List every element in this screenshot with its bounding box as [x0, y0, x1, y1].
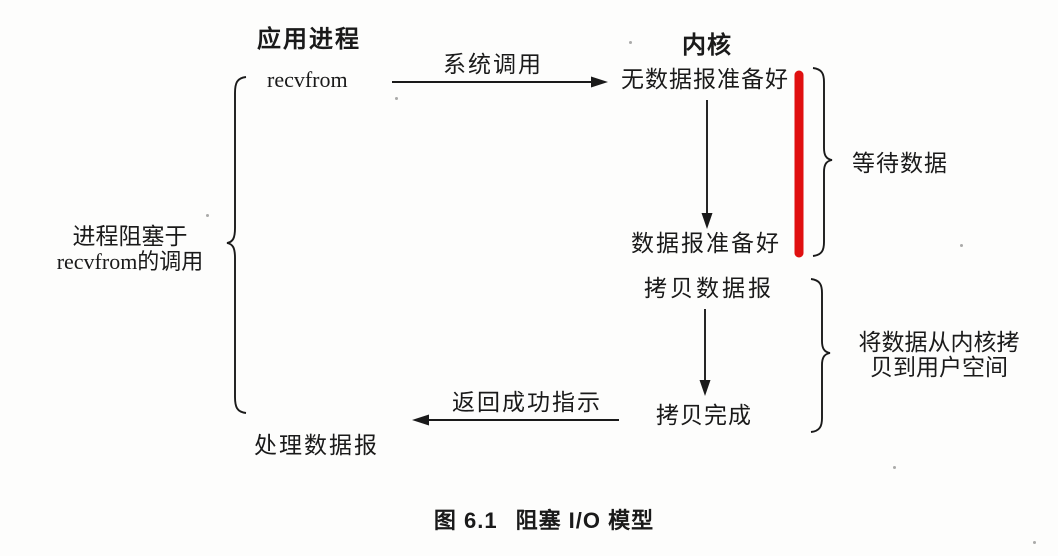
- scan-speck: [1033, 541, 1036, 544]
- copy-to-user-label: 将数据从内核拷 贝到用户空间: [843, 330, 1035, 380]
- scan-speck: [893, 466, 896, 469]
- kernel-state-copy-datagram: 拷贝数据报: [644, 275, 774, 301]
- kernel-column-header: 内核: [682, 32, 732, 59]
- kernel-state-datagram-ready: 数据报准备好: [631, 230, 781, 256]
- figure-caption-number: 图 6.1: [433, 508, 498, 533]
- return-arrowhead-icon: [412, 414, 429, 426]
- kernel-state-no-datagram: 无数据报准备好: [621, 66, 789, 92]
- wait-data-brace: [812, 67, 833, 257]
- scan-speck: [960, 244, 963, 247]
- figure-caption-title: 阻塞 I/O 模型: [515, 508, 655, 533]
- process-datagram-label: 处理数据报: [254, 432, 379, 458]
- copy-to-user-brace: [810, 278, 831, 433]
- recvfrom-call-label: recvfrom: [267, 67, 348, 92]
- app-column-header: 应用进程: [257, 26, 361, 53]
- process-block-label-line1: 进程阻塞于: [72, 223, 188, 249]
- process-block-label-line2: recvfrom的调用: [56, 249, 204, 274]
- copy-arrowhead-icon: [699, 380, 711, 396]
- copy-to-user-label-line1: 将数据从内核拷: [858, 329, 1020, 355]
- kernel-state-copy-complete: 拷贝完成: [656, 402, 752, 428]
- scan-speck: [629, 41, 632, 44]
- scan-speck: [206, 214, 209, 217]
- syscall-arrow-label: 系统调用: [443, 51, 543, 77]
- return-arrow-label: 返回成功指示: [452, 389, 602, 415]
- blocking-brace: [226, 76, 247, 414]
- figure-caption: 图 6.1 阻塞 I/O 模型: [384, 503, 704, 535]
- wait-data-label: 等待数据: [852, 150, 948, 176]
- wait-arrowhead-icon: [701, 213, 713, 229]
- syscall-arrowhead-icon: [591, 76, 608, 88]
- copy-to-user-label-line2: 贝到用户空间: [870, 354, 1008, 380]
- scan-speck: [395, 97, 398, 100]
- process-block-label: 进程阻塞于 recvfrom的调用: [30, 223, 230, 275]
